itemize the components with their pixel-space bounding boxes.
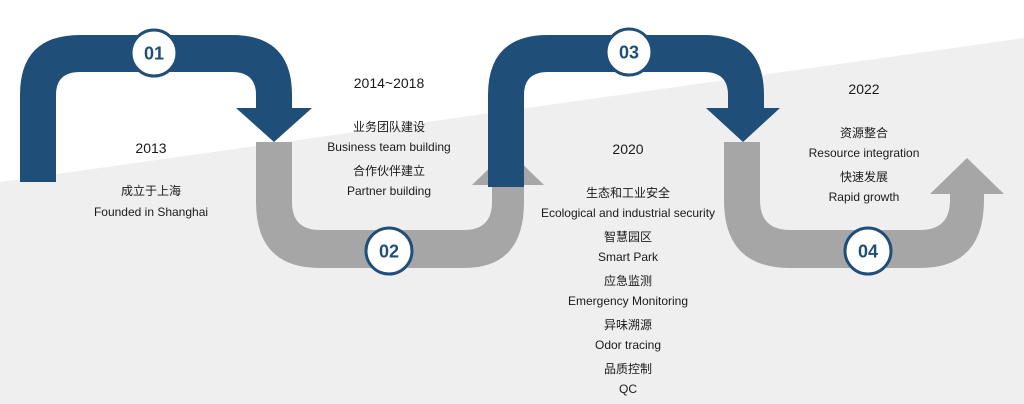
- navy-arch-01: [20, 35, 292, 182]
- node-02-label: 02: [379, 242, 399, 262]
- node-01-label: 01: [144, 44, 164, 64]
- milestone-2020-line-10: QC: [619, 382, 637, 396]
- milestone-2014-2018-line-1: 业务团队建设: [352, 120, 426, 134]
- node-03: 03: [604, 27, 654, 77]
- milestone-2022-line-2: Resource integration: [808, 146, 920, 160]
- navy-arrowhead-01: [236, 108, 312, 142]
- navy-arrowhead-03: [706, 108, 780, 142]
- milestone-2013-line-1: 成立于上海: [120, 184, 182, 198]
- milestone-2022-year: 2022: [848, 81, 880, 97]
- milestone-2014-2018-year: 2014~2018: [353, 75, 425, 91]
- milestone-2020-line-3: 智慧园区: [603, 230, 653, 244]
- milestone-2020-year: 2020: [612, 141, 644, 157]
- gray-arrowhead-04: [930, 158, 1004, 194]
- node-01: 01: [129, 28, 179, 78]
- milestone-2013-line-2: Founded in Shanghai: [93, 205, 209, 219]
- gray-u-04: [724, 142, 984, 268]
- milestone-2022-line-4: Rapid growth: [828, 190, 900, 204]
- milestone-2020-line-7: 异味溯源: [603, 318, 653, 332]
- node-02: 02: [364, 226, 414, 276]
- milestone-2014-2018-line-3: 合作伙伴建立: [352, 164, 426, 178]
- milestone-2020-line-5: 应急监测: [603, 274, 653, 288]
- milestone-2013-year: 2013: [135, 140, 167, 156]
- milestone-2022-line-3: 快速发展: [839, 170, 889, 184]
- milestone-2014-2018-line-2: Business team building: [327, 140, 451, 154]
- milestone-2020-line-9: 品质控制: [603, 362, 653, 376]
- node-04: 04: [843, 226, 893, 276]
- milestone-2020-line-8: Odor tracing: [594, 338, 662, 352]
- milestone-2020-line-2: Ecological and industrial security: [540, 206, 716, 220]
- gray-u-02: [256, 142, 524, 268]
- node-03-label: 03: [619, 43, 639, 63]
- milestone-2020-line-6: Emergency Monitoring: [567, 294, 689, 308]
- milestone-2014-2018-line-4: Partner building: [346, 184, 432, 198]
- milestone-2022-line-1: 资源整合: [839, 126, 889, 140]
- milestone-2020-line-1: 生态和工业安全: [585, 186, 671, 200]
- node-04-label: 04: [858, 242, 878, 262]
- milestone-2020-line-4: Smart Park: [597, 250, 659, 264]
